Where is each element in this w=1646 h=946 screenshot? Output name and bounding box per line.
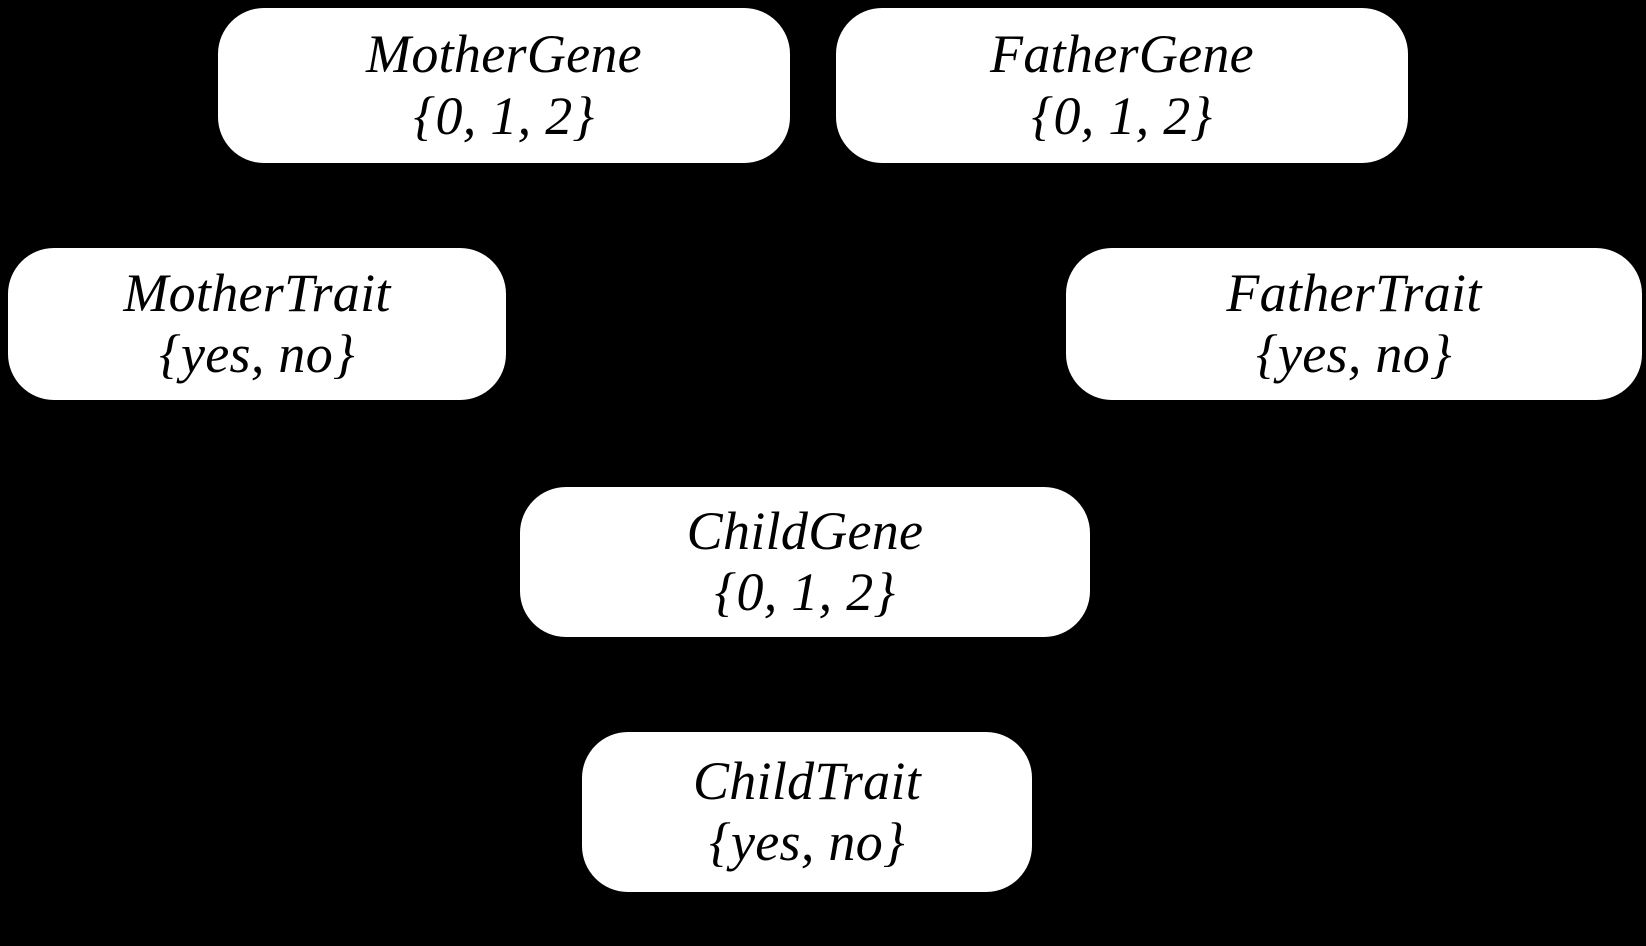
- node-mother-trait[interactable]: MotherTrait {yes, no}: [8, 248, 506, 400]
- edge-child-gene-to-child-trait: [803, 636, 809, 733]
- edge-father-gene-to-father-trait: [1199, 161, 1355, 250]
- node-father-trait-domain: {yes, no}: [1256, 324, 1452, 384]
- node-child-trait[interactable]: ChildTrait {yes, no}: [582, 732, 1032, 892]
- node-child-gene[interactable]: ChildGene {0, 1, 2}: [520, 487, 1090, 637]
- node-child-trait-domain: {yes, no}: [709, 812, 905, 872]
- edge-mother-gene-to-mother-trait: [256, 161, 401, 250]
- node-father-trait[interactable]: FatherTrait {yes, no}: [1066, 248, 1642, 400]
- node-father-gene-domain: {0, 1, 2}: [1031, 85, 1213, 146]
- node-father-gene[interactable]: FatherGene {0, 1, 2}: [836, 8, 1408, 163]
- node-father-gene-label: FatherGene: [990, 24, 1254, 85]
- node-child-trait-label: ChildTrait: [692, 750, 922, 811]
- node-child-gene-label: ChildGene: [686, 500, 924, 561]
- node-father-trait-label: FatherTrait: [1226, 262, 1482, 323]
- node-mother-gene[interactable]: MotherGene {0, 1, 2}: [218, 8, 790, 163]
- edge-father-gene-to-child-gene: [903, 162, 1052, 488]
- node-mother-gene-domain: {0, 1, 2}: [413, 85, 595, 146]
- node-child-gene-domain: {0, 1, 2}: [714, 562, 896, 622]
- node-mother-gene-label: MotherGene: [366, 24, 642, 85]
- node-mother-trait-label: MotherTrait: [123, 262, 391, 323]
- edge-mother-gene-to-child-gene: [558, 162, 702, 488]
- node-mother-trait-domain: {yes, no}: [159, 324, 355, 384]
